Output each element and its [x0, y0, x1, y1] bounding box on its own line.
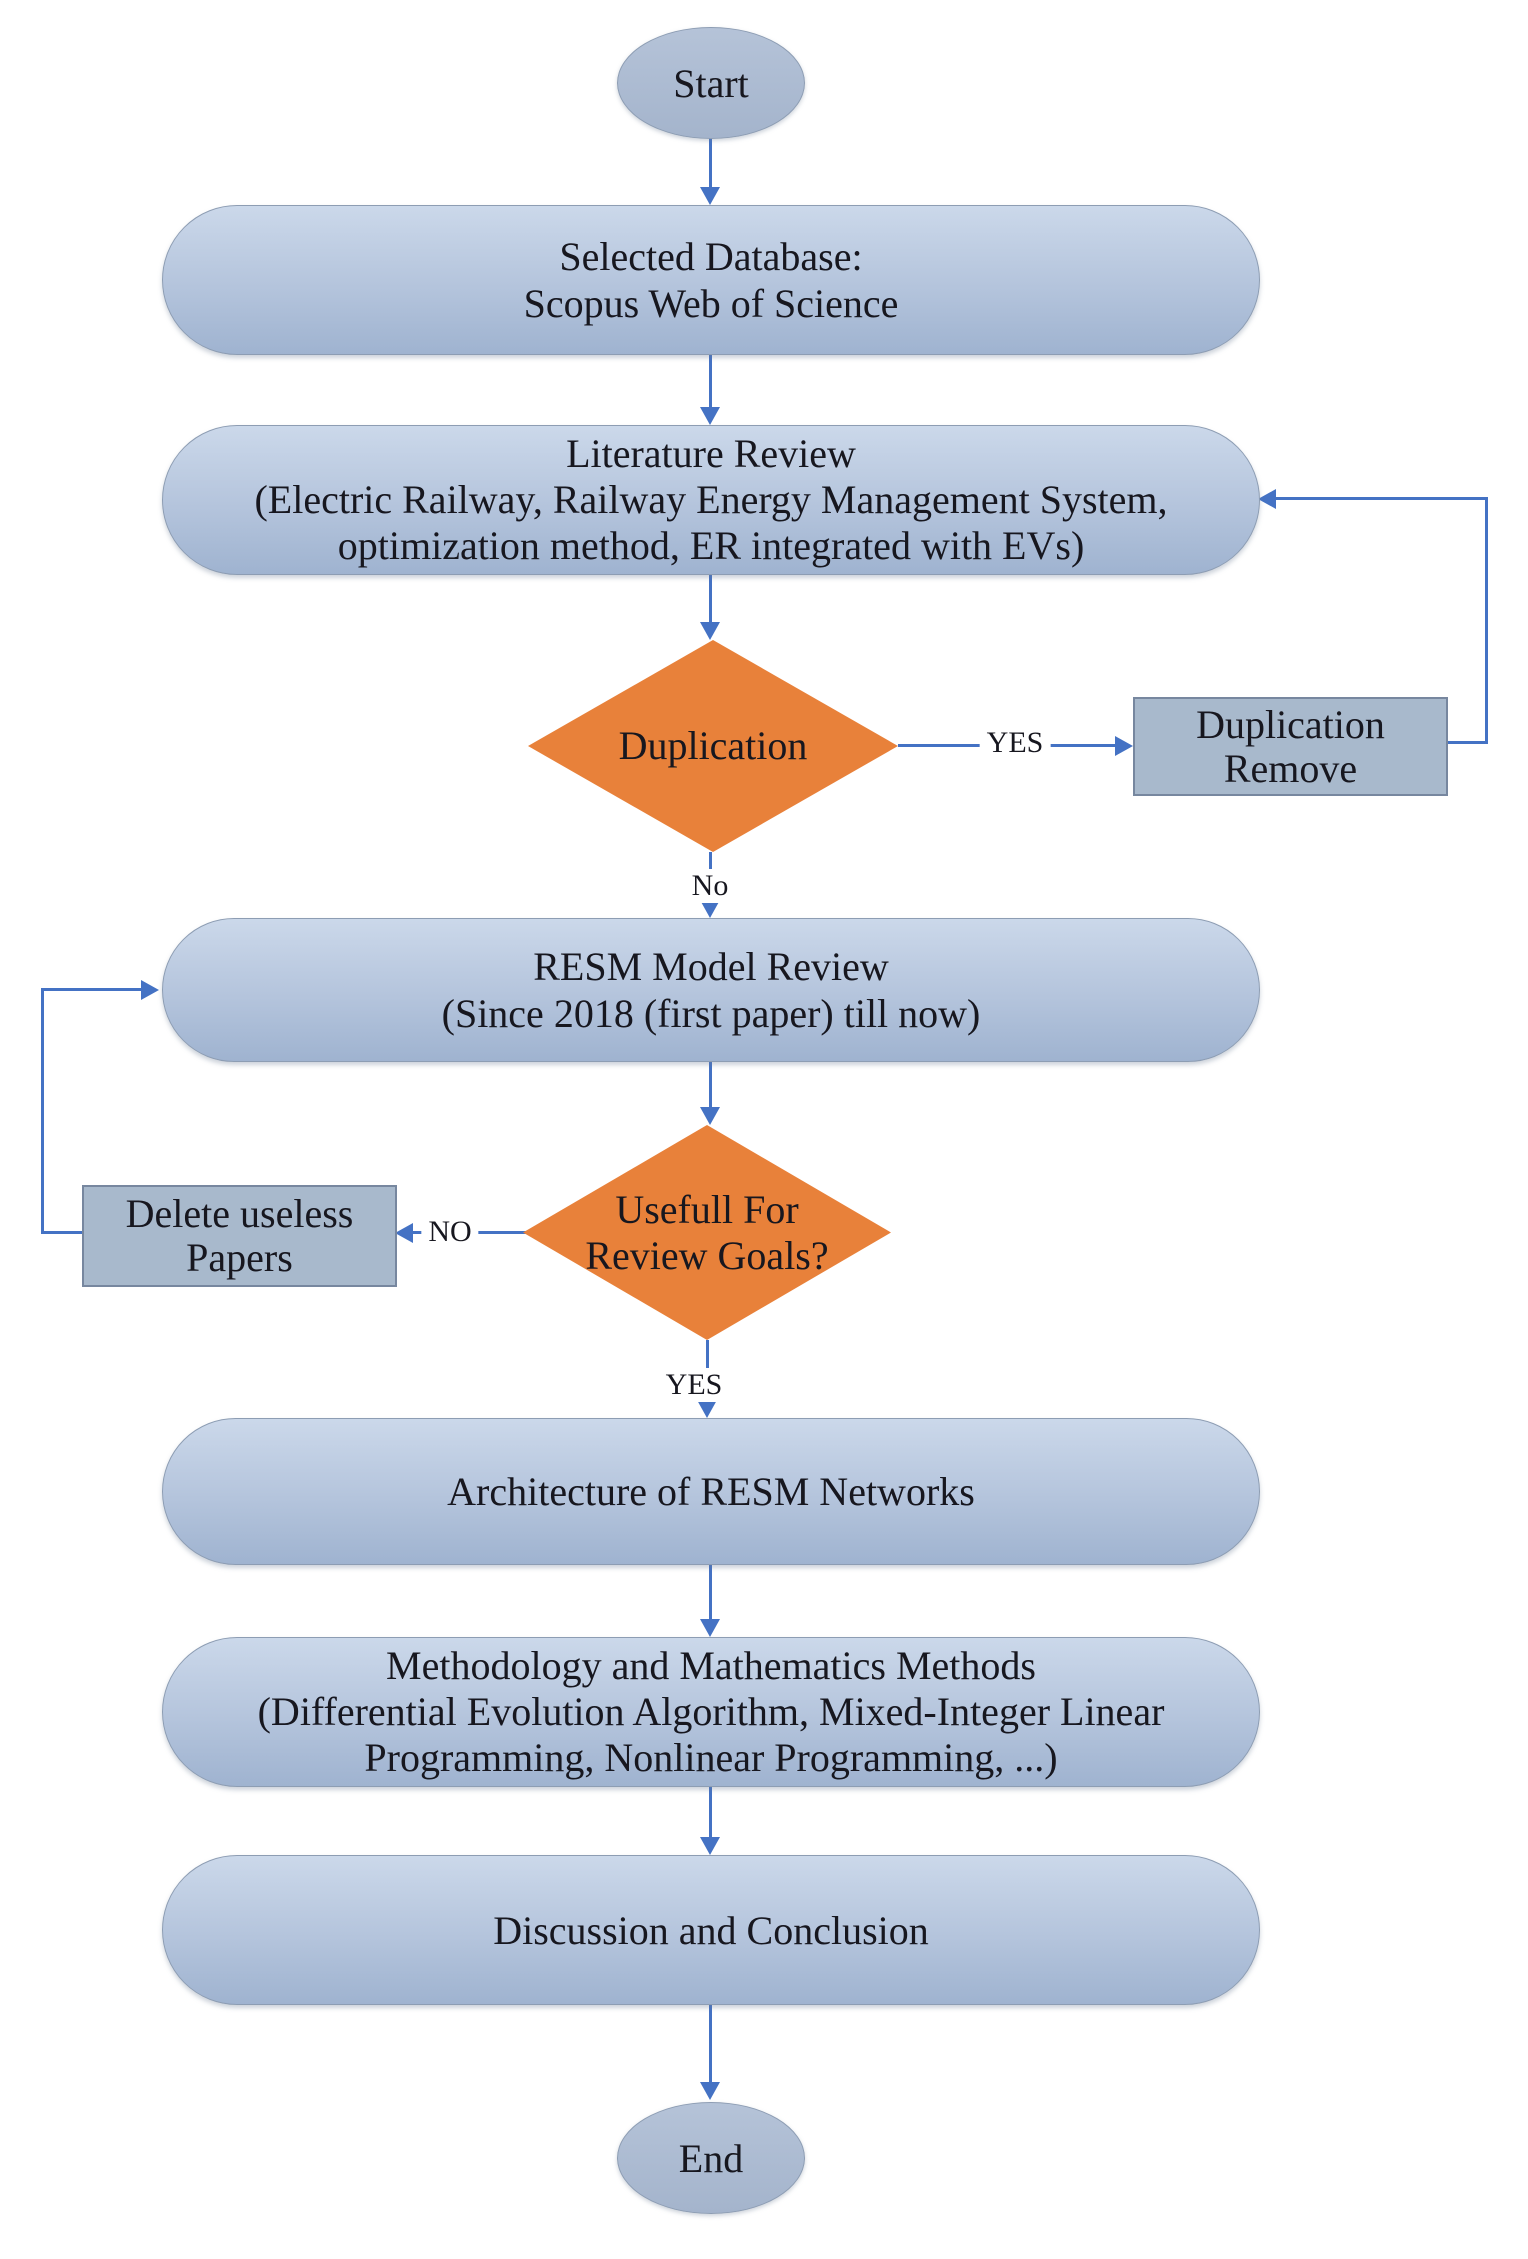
- node-literature-review-line2: (Electric Railway, Railway Energy Manage…: [254, 477, 1168, 522]
- node-discussion-conclusion: Discussion and Conclusion: [162, 1855, 1260, 2005]
- node-useful-line1: Usefull For: [615, 1186, 799, 1232]
- node-methodology-methods: Methodology and Mathematics Methods (Dif…: [162, 1637, 1260, 1787]
- arrowhead-remove-feedback: [1258, 489, 1276, 509]
- node-selected-database-line1: Selected Database:: [559, 234, 863, 279]
- node-end-label: End: [678, 2135, 744, 2181]
- node-duplication-label: Duplication: [618, 723, 808, 768]
- node-resm-model-review-line2: (Since 2018 (first paper) till now): [441, 991, 981, 1036]
- arrowhead-discussion-to-end: [700, 2082, 720, 2100]
- connector-remove-feedback-h2: [1276, 497, 1488, 500]
- node-delete-useless-papers-line2: Papers: [186, 1235, 293, 1280]
- node-architecture-label: Architecture of RESM Networks: [447, 1469, 975, 1514]
- arrowhead-database-to-literature: [700, 407, 720, 425]
- arrowhead-duplication-no: [700, 900, 720, 918]
- connector-database-to-literature: [709, 353, 712, 408]
- node-literature-review-line3: optimization method, ER integrated with …: [337, 523, 1085, 568]
- node-selected-database-line2: Scopus Web of Science: [523, 281, 899, 326]
- node-discussion-label: Discussion and Conclusion: [493, 1907, 929, 1953]
- node-duplication-remove-line1: Duplication: [1196, 701, 1385, 747]
- arrowhead-useful-no: [395, 1223, 413, 1243]
- node-selected-database: Selected Database: Scopus Web of Science: [162, 205, 1260, 355]
- edge-label-useful-no: NO: [421, 1215, 479, 1249]
- arrowhead-architecture-to-methodology: [700, 1619, 720, 1637]
- connector-delete-feedback-h2: [41, 988, 141, 991]
- connector-discussion-to-end: [709, 2003, 712, 2083]
- arrowhead-duplication-yes: [1115, 736, 1133, 756]
- node-delete-useless-papers: Delete useless Papers: [82, 1185, 397, 1287]
- arrowhead-start-to-database: [700, 187, 720, 205]
- connector-remove-feedback-v: [1485, 498, 1488, 744]
- node-literature-review: Literature Review (Electric Railway, Rai…: [162, 425, 1260, 575]
- node-methodology-line2: (Differential Evolution Algorithm, Mixed…: [257, 1689, 1165, 1734]
- node-methodology-line1: Methodology and Mathematics Methods: [386, 1643, 1036, 1688]
- edge-label-duplication-no: No: [684, 869, 736, 903]
- node-architecture-resm-networks: Architecture of RESM Networks: [162, 1418, 1260, 1565]
- connector-methodology-to-discussion: [709, 1785, 712, 1838]
- arrowhead-literature-to-duplication: [700, 622, 720, 640]
- node-resm-model-review-line1: RESM Model Review: [533, 944, 889, 989]
- arrowhead-resm-to-useful: [700, 1107, 720, 1125]
- node-end: End: [617, 2102, 805, 2214]
- connector-delete-feedback-v: [41, 989, 44, 1234]
- node-duplication-remove-line2: Remove: [1223, 745, 1358, 791]
- connector-remove-feedback-h1: [1444, 741, 1488, 744]
- node-literature-review-line1: Literature Review: [566, 431, 856, 476]
- node-useful-for-review-goals-decision: Usefull For Review Goals?: [523, 1125, 891, 1340]
- connector-delete-feedback-h1: [44, 1231, 82, 1234]
- node-start: Start: [617, 27, 805, 139]
- node-resm-model-review: RESM Model Review (Since 2018 (first pap…: [162, 918, 1260, 1062]
- edge-label-useful-yes: YES: [658, 1368, 730, 1402]
- node-useful-line2: Review Goals?: [585, 1232, 829, 1278]
- arrowhead-delete-feedback: [141, 980, 159, 1000]
- node-duplication-remove: Duplication Remove: [1133, 697, 1448, 796]
- node-duplication-decision: Duplication: [528, 640, 898, 852]
- arrowhead-useful-yes: [697, 1400, 717, 1418]
- connector-resm-to-useful: [709, 1060, 712, 1108]
- connector-architecture-to-methodology: [709, 1563, 712, 1620]
- connector-literature-to-duplication: [709, 573, 712, 623]
- node-methodology-line3: Programming, Nonlinear Programming, ...): [364, 1735, 1058, 1780]
- node-start-label: Start: [673, 60, 749, 106]
- connector-start-to-database: [709, 137, 712, 188]
- arrowhead-methodology-to-discussion: [700, 1837, 720, 1855]
- node-delete-useless-papers-line1: Delete useless: [125, 1191, 354, 1236]
- edge-label-duplication-yes: YES: [979, 726, 1051, 760]
